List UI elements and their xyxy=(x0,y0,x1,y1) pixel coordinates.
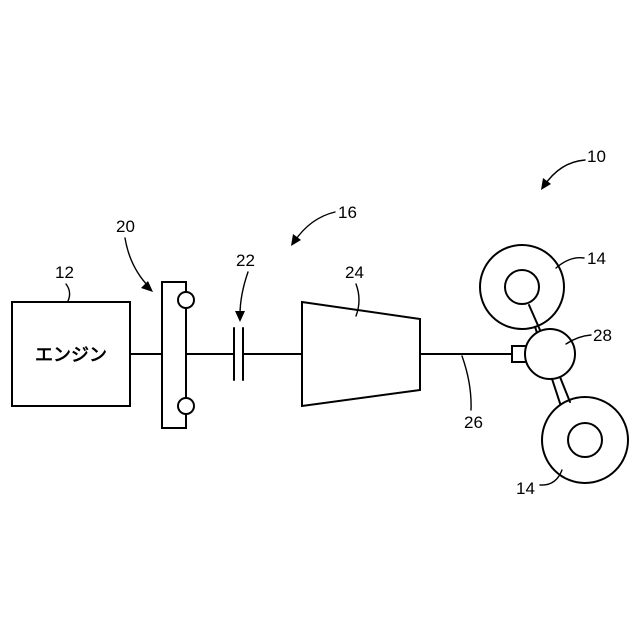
damper-spring-top xyxy=(178,292,194,308)
transmission-body xyxy=(302,302,420,406)
ref-leader-wheel-top xyxy=(556,258,584,268)
ref-leader-engine xyxy=(66,284,70,301)
ref-label-clutch: 22 xyxy=(236,251,255,270)
ref-arrow-damper xyxy=(125,238,150,288)
differential xyxy=(525,329,575,379)
ref-label-wheel-bottom: 14 xyxy=(516,479,535,498)
ref-label-drive-shaft: 26 xyxy=(464,413,483,432)
ref-arrowhead-clutch xyxy=(235,311,245,322)
damper-spring-bottom xyxy=(178,398,194,414)
wheel-top-hub xyxy=(505,270,539,304)
ref-label-drivetrain: 16 xyxy=(338,203,357,222)
ref-label-transmission: 24 xyxy=(345,263,364,282)
ref-label-vehicle: 10 xyxy=(587,147,606,166)
engine-label: エンジン xyxy=(35,345,107,366)
ref-leader-drive-shaft xyxy=(462,356,471,410)
wheel-bottom-hub xyxy=(568,423,602,457)
ref-arrowhead-vehicle xyxy=(541,178,551,190)
ref-label-differential: 28 xyxy=(593,326,612,345)
axle-segment-bottom xyxy=(560,377,570,402)
ref-arrow-vehicle xyxy=(544,160,585,186)
ref-label-damper: 20 xyxy=(116,217,135,236)
ref-arrow-clutch xyxy=(240,272,248,315)
ref-label-engine: 12 xyxy=(55,263,74,282)
ref-label-wheel-top: 14 xyxy=(587,249,606,268)
ref-arrow-drivetrain xyxy=(294,212,335,242)
ref-arrowhead-drivetrain xyxy=(291,234,301,246)
ref-arrowhead-damper xyxy=(141,281,153,292)
